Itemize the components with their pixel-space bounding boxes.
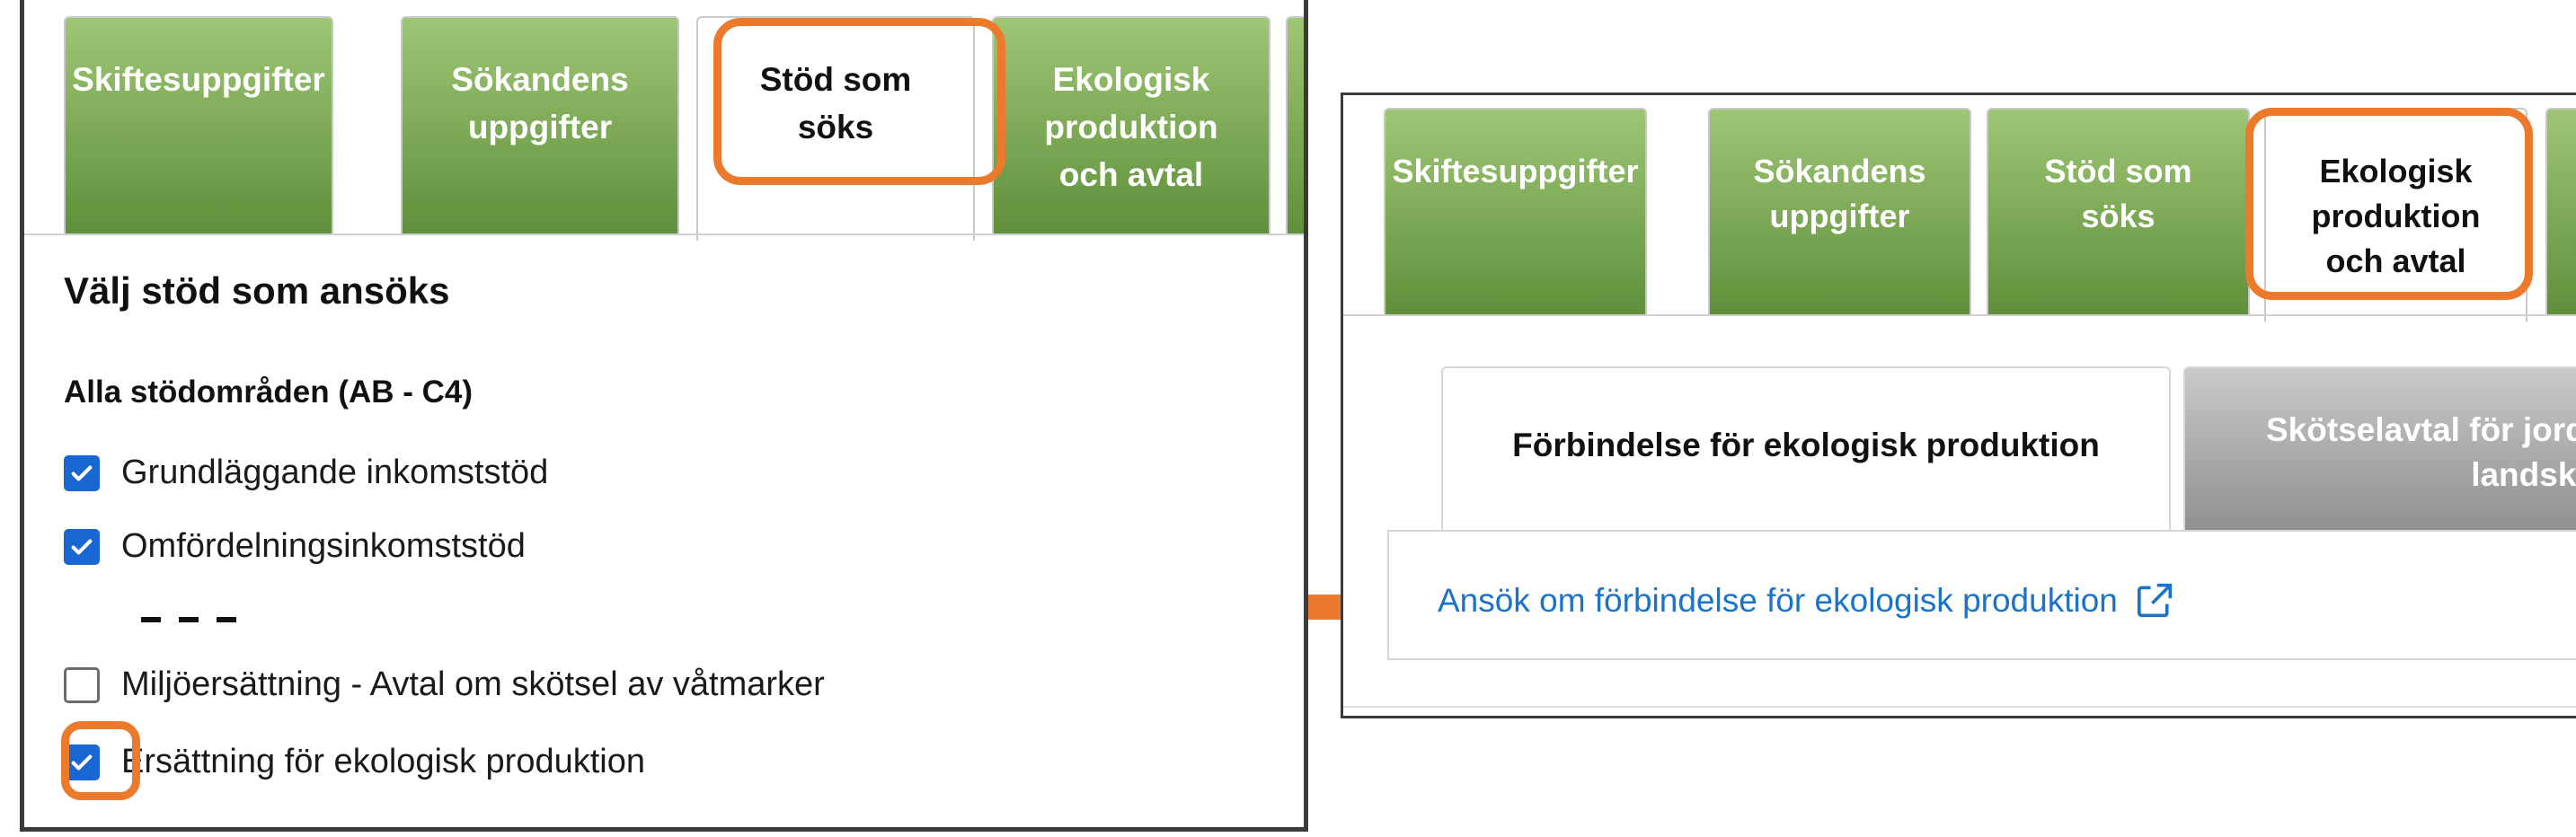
checkbox-row[interactable]: Miljöersättning - Avtal om skötsel av vå… — [64, 665, 825, 704]
checkbox-row[interactable]: Omfördelningsinkomststöd — [64, 527, 526, 566]
checkmark-icon — [71, 754, 93, 770]
tab-sokandens-uppgifter[interactable]: Sökandens uppgifter — [401, 16, 679, 235]
highlight-tab-frame — [713, 18, 1005, 185]
ellipsis-dash — [217, 617, 236, 622]
checkbox-label: Grundläggande inkomststöd — [121, 454, 549, 491]
content-divider — [1343, 706, 2576, 708]
subtab-forbindelse[interactable]: Förbindelse för ekologisk produktion — [1441, 366, 2171, 533]
section-title: Välj stöd som ansöks — [64, 269, 450, 312]
tab-label-line: Stöd som — [759, 61, 912, 98]
left-screenshot-panel: Skiftesuppgifter Sökandens uppgifter Stö… — [20, 0, 1308, 832]
tab-label-line: Ekologisk — [1052, 61, 1210, 98]
main-tab-bar: Skiftesuppgifter Sökandens uppgifter Stö… — [1343, 95, 2576, 322]
tab-label-line: och avtal — [2325, 242, 2466, 279]
tab-label-line: uppgifter — [467, 109, 613, 145]
ellipsis-dash — [179, 617, 199, 622]
checkbox-row[interactable]: Ersättning för ekologisk produktion — [64, 743, 645, 781]
tab-stod-som-soks[interactable]: Stöd som söks — [1987, 108, 2250, 316]
tab-sokandens-uppgifter[interactable]: Sökandens uppgifter — [1708, 108, 1971, 316]
subtab-label-line: Skötselavtal för jordl — [2266, 411, 2576, 448]
tab-label-line: produktion — [2311, 198, 2481, 234]
subtab-label-line: landska — [2471, 456, 2576, 493]
tab-skiftesuppgifter[interactable]: Skiftesuppgifter — [1384, 108, 1647, 316]
tab-baseline — [1343, 314, 2576, 316]
checkbox-checked[interactable] — [64, 744, 100, 780]
checkbox-unchecked[interactable] — [64, 666, 100, 703]
tab-label-line: Ekologisk — [2319, 153, 2473, 189]
main-tab-bar: Skiftesuppgifter Sökandens uppgifter Stö… — [24, 0, 1304, 241]
checkbox-row[interactable]: Grundläggande inkomststöd — [64, 454, 548, 492]
tab-skiftesuppgifter[interactable]: Skiftesuppgifter — [64, 16, 333, 235]
apply-link[interactable]: Ansök om förbindelse för ekologisk produ… — [1438, 582, 2175, 620]
tab-label-line: söks — [2081, 198, 2156, 234]
subtab-label: Förbindelse för ekologisk produktion — [1512, 426, 2100, 463]
tab-baseline — [24, 233, 1304, 235]
tab-label-line: Sökandens — [451, 61, 629, 98]
checkmark-icon — [71, 465, 93, 480]
apply-link-text[interactable]: Ansök om förbindelse för ekologisk produ… — [1438, 582, 2118, 619]
subsection-title: Alla stödområden (AB - C4) — [64, 374, 474, 410]
tab-label: Skiftesuppgifter — [1392, 153, 1639, 189]
tab-label-line: och avtal — [1058, 156, 1204, 193]
tab-label-line: uppgifter — [1769, 198, 1910, 234]
checkbox-checked[interactable] — [64, 454, 100, 491]
checkbox-label: Miljöersättning - Avtal om skötsel av vå… — [121, 665, 825, 703]
tab-label-line: produktion — [1044, 109, 1218, 145]
checkbox-checked[interactable] — [64, 528, 100, 565]
tab-stod-som-soks[interactable]: Stöd som söks — [696, 16, 975, 241]
tab-label-line: Stöd som — [2044, 153, 2192, 189]
highlight-tab-frame — [2245, 108, 2533, 300]
checkbox-label: Ersättning för ekologisk produktion — [121, 743, 645, 780]
checkbox-label: Omfördelningsinkomststöd — [121, 527, 526, 565]
subtab-content — [1387, 530, 2576, 660]
external-link-icon — [2137, 583, 2173, 618]
checkmark-icon — [71, 539, 93, 554]
tab-partial[interactable] — [2545, 108, 2576, 316]
tab-label-line: söks — [797, 109, 874, 145]
tab-partial[interactable] — [1286, 16, 1304, 235]
tab-label-line: Sökandens — [1753, 153, 1926, 189]
tab-ekologisk-produktion[interactable]: Ekologisk produktion och avtal — [992, 16, 1270, 235]
tab-label: Skiftesuppgifter — [72, 61, 325, 98]
highlight-checkbox-frame — [61, 721, 140, 800]
subtab-skotselavtal[interactable]: Skötselavtal för jordl landska — [2183, 366, 2576, 533]
right-screenshot-panel: Skiftesuppgifter Sökandens uppgifter Stö… — [1341, 93, 2576, 718]
ellipsis-dash — [141, 617, 161, 622]
